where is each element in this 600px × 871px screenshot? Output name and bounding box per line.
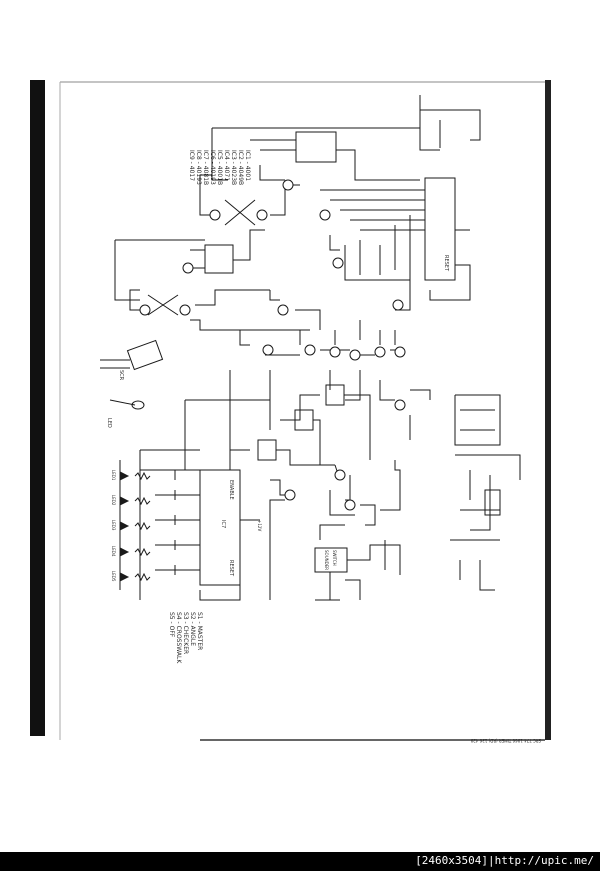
- schematic-scan: IC9 - 4017IC8 - 40193IC7 - 4081BIC6 - 40…: [30, 80, 551, 743]
- watermark-bar: [2460x3504]|http://upic.me/: [0, 852, 600, 871]
- legend-line: IC3 - 4023B: [230, 150, 237, 185]
- legend-line: S4 - CROSSWALK: [175, 612, 182, 664]
- scan-left-edge: [30, 80, 45, 736]
- legend-line: IC9 - 4017: [188, 150, 195, 181]
- ic-legend: IC9 - 4017IC8 - 40193IC7 - 4081BIC6 - 40…: [188, 150, 251, 185]
- legend-line: IC4 - 4071: [223, 150, 230, 181]
- led-column: [119, 471, 130, 582]
- ic-legend-text: IC9 - 4017IC8 - 40193IC7 - 4081BIC6 - 40…: [188, 150, 251, 185]
- gate-symbols: [139, 179, 406, 511]
- switch-label: SWITCH: [332, 550, 337, 566]
- sounder-label: SOUNDER: [324, 550, 329, 570]
- led-resistors: [134, 471, 151, 582]
- led-name: LED3: [111, 520, 116, 531]
- watermark-text: [2460x3504]|http://upic.me/: [415, 854, 594, 867]
- legend-line: S1 - MASTER: [196, 612, 203, 650]
- led-name: LED2: [111, 495, 116, 506]
- scr-label: SCR: [118, 370, 124, 381]
- circuit-wiring: [100, 95, 521, 601]
- legend-line: S5 - OFF: [168, 612, 175, 638]
- led-name: LED1: [111, 470, 116, 481]
- bottom-strip-text: SRC 774-1966 TIMER (RD) 136-429: [470, 738, 541, 743]
- legend-line: IC1 - 4001: [244, 150, 251, 181]
- switch-legend: S5 - OFFS4 - CROSSWALKS3 - CHECKERS2 - A…: [168, 612, 203, 664]
- vcc-label: +12V: [257, 520, 262, 531]
- legend-line: IC6 - 40193: [209, 150, 216, 185]
- legend-line: IC8 - 40193: [195, 150, 202, 185]
- led-name: LED4: [111, 546, 116, 557]
- ic7-label: IC7: [220, 520, 226, 528]
- legend-line: IC5 - 4001B: [216, 150, 223, 185]
- legend-line: IC2 - 4049B: [237, 150, 244, 185]
- enable-label: ENABLE: [228, 480, 234, 500]
- switch-legend-text: S5 - OFFS4 - CROSSWALKS3 - CHECKERS2 - A…: [168, 612, 203, 664]
- reset-label-counter: RESET: [228, 560, 234, 577]
- led-label: LED: [106, 418, 112, 428]
- scan-right-edge: [545, 80, 551, 740]
- led-name: LED5: [111, 571, 116, 582]
- led-names: LED1 LED2 LED3 LED4 LED5: [111, 470, 116, 582]
- legend-line: S2 - ANGLE: [189, 612, 196, 646]
- reset-label-top: RESET: [443, 255, 449, 272]
- legend-line: IC7 - 4081B: [202, 150, 209, 185]
- legend-line: S3 - CHECKER: [182, 612, 189, 654]
